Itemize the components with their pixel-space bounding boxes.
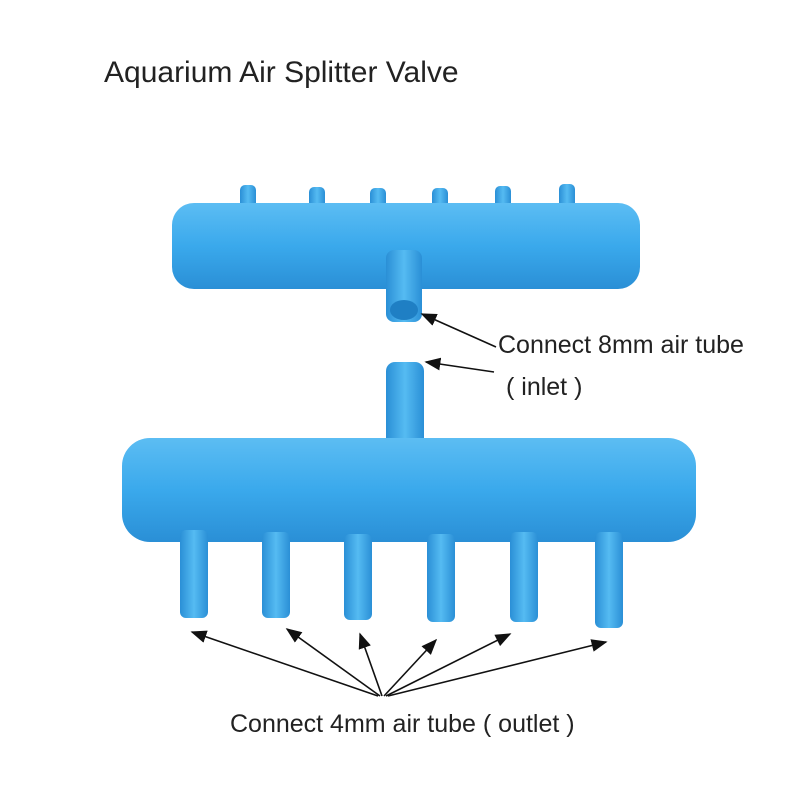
page-title: Aquarium Air Splitter Valve [104,56,459,89]
inlet-label: Connect 8mm air tube [498,331,744,359]
bottom-manifold [122,362,696,628]
annotation-arrows [190,313,608,697]
inlet-sublabel: ( inlet ) [506,373,583,401]
outlet-label: Connect 4mm air tube ( outlet ) [230,710,575,738]
top-manifold [172,184,640,322]
